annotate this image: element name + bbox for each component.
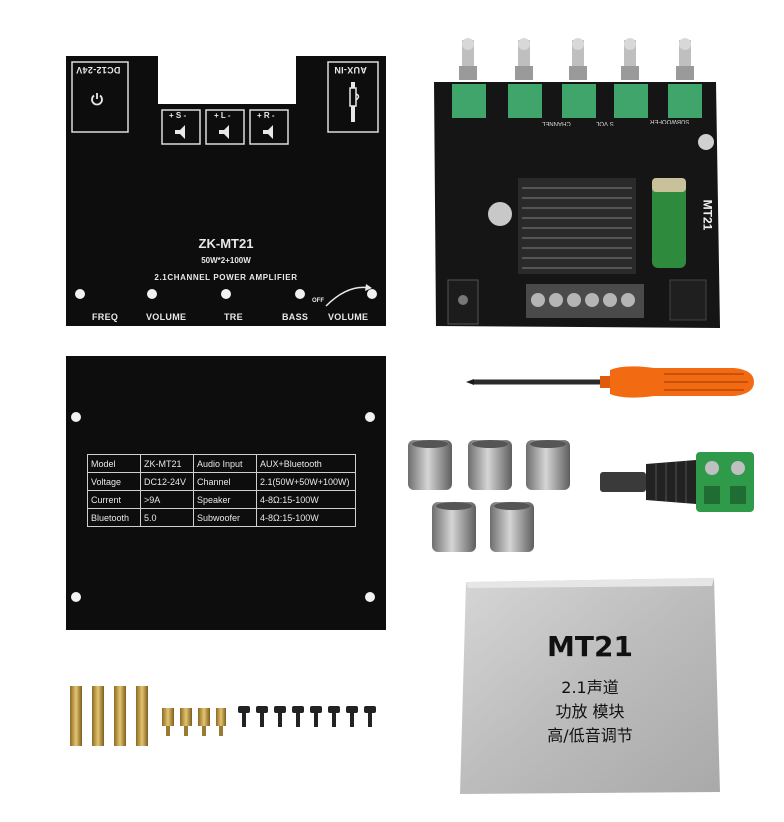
model-title: ZK-MT21 (198, 236, 254, 251)
spec-key: Channel (193, 472, 257, 491)
pcb-label-channel: CHANNEL (542, 120, 571, 126)
table-row: Current >9A Speaker 4-8Ω:15-100W (87, 490, 356, 509)
amplifier-description: 2.1CHANNEL POWER AMPLIFIER (154, 273, 298, 282)
brass-standoffs (66, 682, 226, 750)
box-title: MT21 (547, 630, 633, 663)
power-rating: 50W*2+100W (201, 256, 251, 265)
knob-caps (404, 436, 576, 556)
spec-key: Bluetooth (87, 508, 141, 527)
spec-value: 4-8Ω:15-100W (256, 490, 356, 509)
box-line-channel: 2.1声道 (561, 678, 619, 697)
spec-value: 4-8Ω:15-100W (256, 508, 356, 527)
off-label: OFF (312, 298, 324, 304)
spec-value: >9A (140, 490, 194, 509)
box-line-module: 功放 模块 (555, 702, 625, 721)
mount-hole (71, 412, 81, 422)
spec-value: ZK-MT21 (140, 454, 194, 473)
aux-jack-icon (345, 82, 361, 124)
pcb-label-subwoofer: SUBWOOFER (650, 118, 690, 124)
table-row: Voltage DC12-24V Channel 2.1(50W+50W+100… (87, 472, 356, 491)
knob-label-volume: VOLUME (146, 312, 187, 322)
spec-value: DC12-24V (140, 472, 194, 491)
product-box: MT21 2.1声道 功放 模块 高/低音调节 (458, 576, 722, 796)
pcb-label-model: MT21 (700, 199, 715, 231)
knob-label-bass: BASS (282, 312, 309, 322)
spec-key: Speaker (193, 490, 257, 509)
spec-key: Subwoofer (193, 508, 257, 527)
table-row: Model ZK-MT21 Audio Input AUX+Bluetooth (87, 454, 356, 473)
knob-label-freq: FREQ (92, 312, 119, 322)
spec-key: Current (87, 490, 141, 509)
spec-value: AUX+Bluetooth (256, 454, 356, 473)
speaker-terminal-label-s: + S - (169, 111, 187, 120)
mount-hole (365, 412, 375, 422)
knob-label-treble: TRE (224, 312, 243, 322)
table-row: Bluetooth 5.0 Subwoofer 4-8Ω:15-100W (87, 508, 356, 527)
power-icon (90, 92, 104, 106)
power-label: DC12-24V (76, 65, 121, 75)
amplifier-pcb: SUBWOOFER CHANNEL S VOL MT21 (430, 38, 720, 330)
front-panel: DC12-24V AUX-IN + S - + L - + R - ZK-MT2… (66, 56, 386, 326)
speaker-terminal-label-r: + R - (257, 111, 275, 120)
screws (236, 704, 386, 734)
pcb-label-volume: S VOL (596, 120, 614, 126)
back-panel: Model ZK-MT21 Audio Input AUX+Bluetooth … (66, 356, 386, 630)
spec-key: Model (87, 454, 141, 473)
spec-table: Model ZK-MT21 Audio Input AUX+Bluetooth … (87, 454, 356, 527)
knob-label-master-volume: VOLUME (328, 312, 369, 322)
speaker-terminal-label-l: + L - (214, 111, 231, 120)
dc-power-connector (600, 446, 760, 518)
front-panel-shape (66, 56, 386, 326)
spec-value: 5.0 (140, 508, 194, 527)
screwdriver (464, 362, 756, 400)
spec-key: Voltage (87, 472, 141, 491)
mount-hole (71, 592, 81, 602)
box-line-tone: 高/低音调节 (547, 726, 633, 745)
aux-label: AUX-IN (334, 65, 367, 75)
mount-hole (365, 592, 375, 602)
spec-value: 2.1(50W+50W+100W) (256, 472, 356, 491)
spec-key: Audio Input (193, 454, 257, 473)
